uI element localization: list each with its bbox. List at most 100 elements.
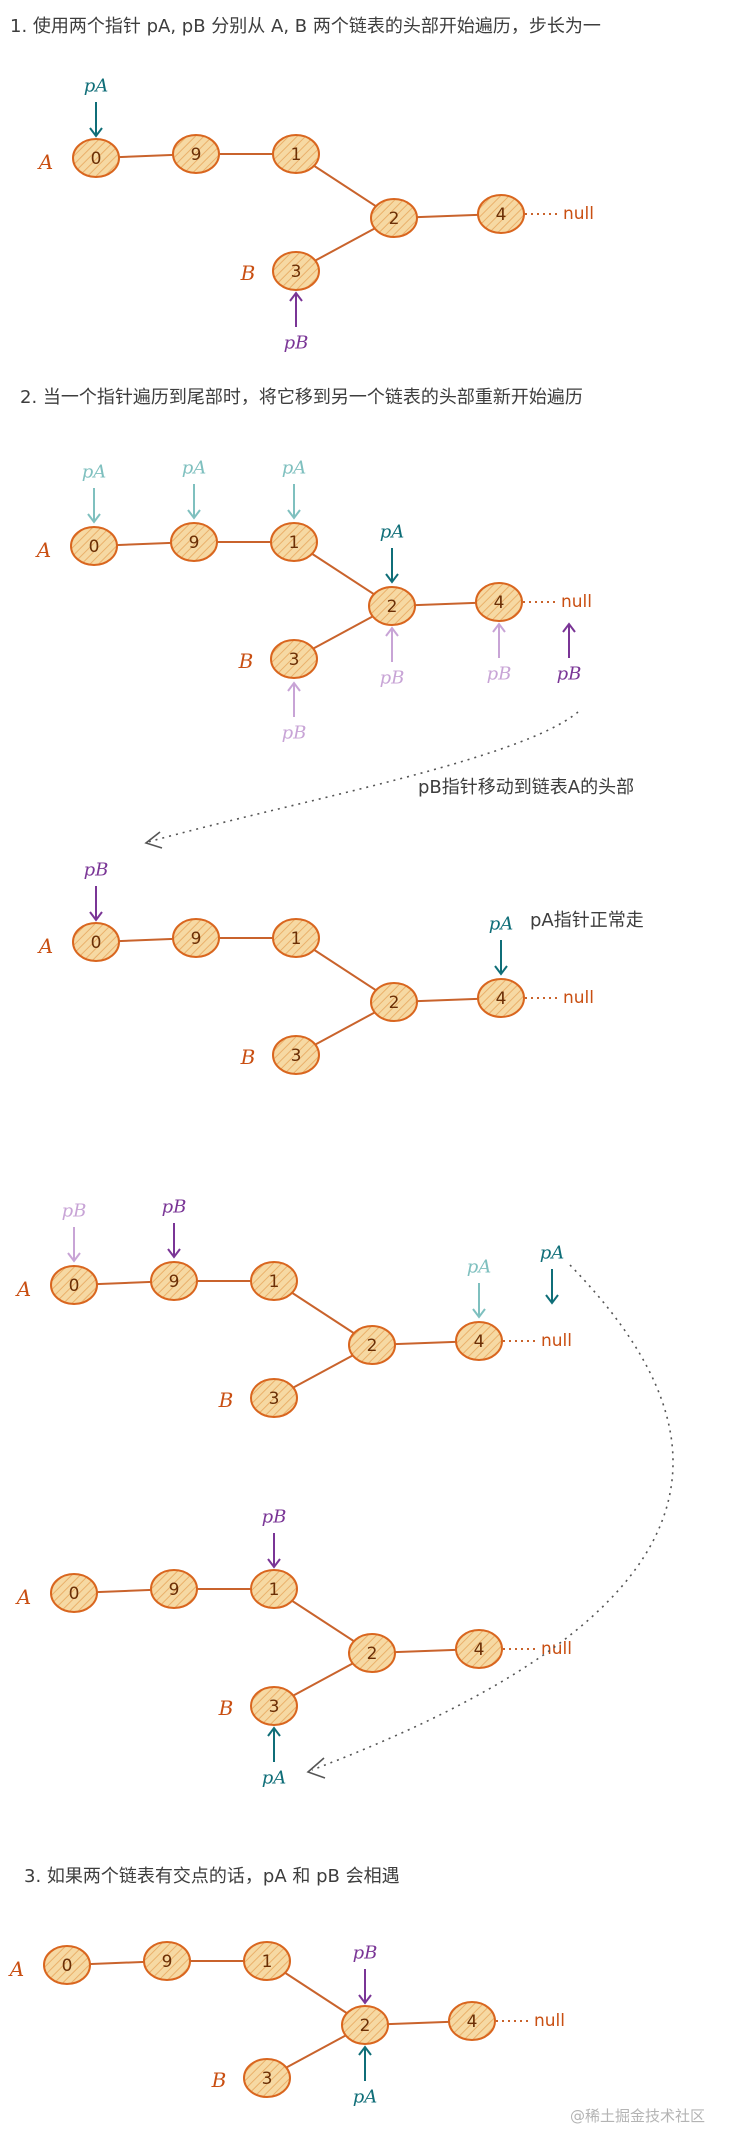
list-node bbox=[272, 251, 320, 291]
list-label-b: B bbox=[218, 1696, 234, 1720]
node-value: 0 bbox=[91, 149, 102, 169]
list-node bbox=[72, 922, 120, 962]
node-value: 9 bbox=[191, 929, 202, 949]
watermark: @稀土掘金技术社区 bbox=[569, 2107, 705, 2125]
null-label: null bbox=[563, 988, 594, 1008]
node-value: 0 bbox=[69, 1276, 80, 1296]
list-node bbox=[477, 978, 525, 1018]
pointer-arrowhead bbox=[494, 965, 508, 976]
pointer-arrowhead bbox=[187, 509, 201, 520]
pointer-label-pb: pB bbox=[557, 664, 582, 685]
pointer-arrowhead bbox=[545, 1294, 559, 1305]
list-node bbox=[348, 1325, 396, 1365]
node-value: 4 bbox=[496, 205, 507, 225]
list-node bbox=[250, 1261, 298, 1301]
node-value: 1 bbox=[289, 533, 300, 553]
pointer-arrowhead bbox=[289, 291, 303, 302]
null-label: null bbox=[561, 592, 592, 612]
node-value: 2 bbox=[389, 993, 400, 1013]
node-value: 0 bbox=[89, 537, 100, 557]
pointer-label-pb: pB bbox=[284, 333, 309, 354]
pointer-label-pb: pB bbox=[380, 668, 405, 689]
pointer-label-pb: pB bbox=[162, 1197, 187, 1218]
null-label: null bbox=[534, 2011, 565, 2031]
list-label-a: A bbox=[15, 1585, 31, 1609]
null-label: null bbox=[541, 1639, 572, 1659]
list-label-a: A bbox=[37, 934, 53, 958]
pointer-arrowhead bbox=[385, 626, 399, 637]
node-value: 1 bbox=[291, 929, 302, 949]
list-label-a: A bbox=[35, 538, 51, 562]
list-label-b: B bbox=[211, 2068, 227, 2092]
list-node bbox=[455, 1629, 503, 1669]
null-label: null bbox=[563, 204, 594, 224]
list-label-b: B bbox=[240, 261, 256, 285]
list-node bbox=[272, 134, 320, 174]
pointer-arrowhead bbox=[287, 681, 301, 692]
list-node bbox=[250, 1686, 298, 1726]
list-node bbox=[272, 1035, 320, 1075]
pointer-label-pa: pA bbox=[84, 76, 109, 97]
pointer-arrowhead bbox=[562, 622, 576, 633]
list-node bbox=[172, 918, 220, 958]
list-node bbox=[143, 1941, 191, 1981]
list-node bbox=[50, 1265, 98, 1305]
list-node bbox=[270, 639, 318, 679]
list-label-a: A bbox=[37, 150, 53, 174]
step3-heading: 3. 如果两个链表有交点的话，pA 和 pB 会相遇 bbox=[24, 1866, 400, 1887]
node-value: 3 bbox=[262, 2069, 273, 2089]
node-value: 4 bbox=[474, 1332, 485, 1352]
list-node bbox=[172, 134, 220, 174]
list-node bbox=[477, 194, 525, 234]
list-node bbox=[370, 198, 418, 238]
node-value: 1 bbox=[269, 1580, 280, 1600]
list-node bbox=[43, 1945, 91, 1985]
list-node bbox=[170, 522, 218, 562]
pointer-arrowhead bbox=[267, 1726, 281, 1737]
node-value: 2 bbox=[360, 2016, 371, 2036]
list-node bbox=[243, 2058, 291, 2098]
pointer-label-pb: pB bbox=[62, 1201, 87, 1222]
list-label-b: B bbox=[218, 1388, 234, 1412]
list-node bbox=[70, 526, 118, 566]
pointer-label-pb: pB bbox=[262, 1507, 287, 1528]
list-label-b: B bbox=[240, 1045, 256, 1069]
node-value: 4 bbox=[474, 1640, 485, 1660]
pointer-arrowhead bbox=[89, 911, 103, 922]
step1-heading: 1. 使用两个指针 pA, pB 分别从 A, B 两个链表的头部开始遍历，步长… bbox=[10, 16, 601, 37]
node-value: 1 bbox=[262, 1952, 273, 1972]
null-label: null bbox=[541, 1331, 572, 1351]
node-value: 4 bbox=[494, 593, 505, 613]
node-value: 9 bbox=[169, 1272, 180, 1292]
pointer-label-pb: pB bbox=[487, 664, 512, 685]
list-node bbox=[150, 1261, 198, 1301]
list-node bbox=[341, 2005, 389, 2045]
step2-heading: 2. 当一个指针遍历到尾部时，将它移到另一个链表的头部重新开始遍历 bbox=[20, 387, 583, 408]
node-value: 4 bbox=[467, 2012, 478, 2032]
node-value: 3 bbox=[291, 262, 302, 282]
note-pb-move: pB指针移动到链表A的头部 bbox=[418, 777, 635, 798]
pointer-arrowhead bbox=[472, 1308, 486, 1319]
node-value: 9 bbox=[169, 1580, 180, 1600]
node-value: 2 bbox=[387, 597, 398, 617]
list-node bbox=[448, 2001, 496, 2041]
note-pa-normal: pA指针正常走 bbox=[530, 910, 644, 931]
pointer-label-pa: pA bbox=[82, 462, 107, 483]
list-node bbox=[475, 582, 523, 622]
node-value: 0 bbox=[91, 933, 102, 953]
pointer-label-pa: pA bbox=[182, 458, 207, 479]
pointer-label-pa: pA bbox=[489, 914, 514, 935]
list-node bbox=[243, 1941, 291, 1981]
list-node bbox=[272, 918, 320, 958]
pointer-arrowhead bbox=[87, 513, 101, 524]
node-value: 3 bbox=[269, 1389, 280, 1409]
list-label-a: A bbox=[8, 1957, 24, 1981]
pointer-label-pa: pA bbox=[262, 1768, 287, 1789]
node-value: 0 bbox=[69, 1584, 80, 1604]
list-node bbox=[348, 1633, 396, 1673]
node-value: 9 bbox=[189, 533, 200, 553]
list-label-b: B bbox=[238, 649, 254, 673]
list-node bbox=[270, 522, 318, 562]
pointer-label-pa: pA bbox=[282, 458, 307, 479]
